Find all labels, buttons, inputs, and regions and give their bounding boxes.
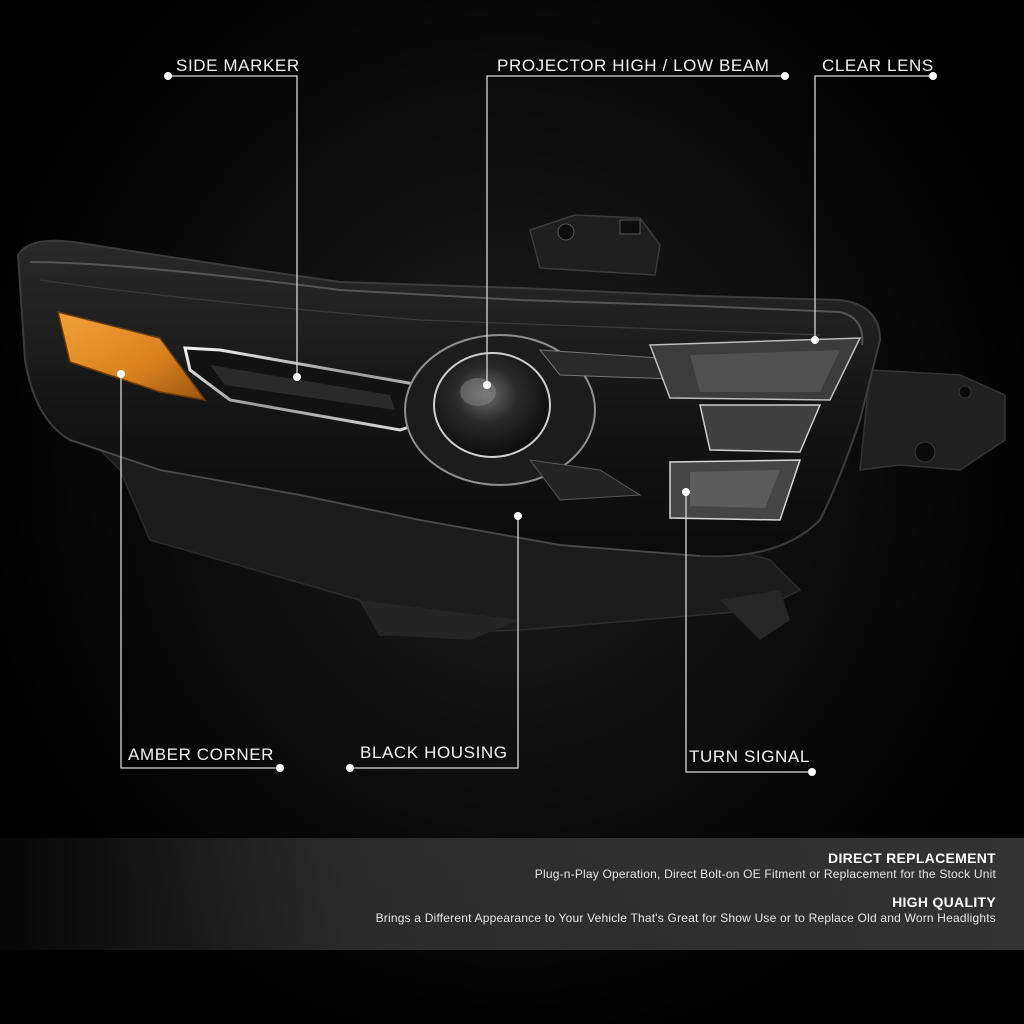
callout-dots: [117, 72, 937, 776]
callout-black-housing: BLACK HOUSING: [360, 743, 508, 762]
callout-turn-signal: TURN SIGNAL: [689, 747, 810, 766]
feature-title-direct-replacement: DIRECT REPLACEMENT: [828, 850, 996, 866]
feature-band: [0, 838, 1024, 950]
callout-amber-corner: AMBER CORNER: [128, 745, 275, 764]
amber-corner-reflector: [56, 310, 207, 402]
mounting-bracket: [859, 369, 1006, 471]
clear-reflector-cluster: [648, 337, 862, 521]
callout-projector: PROJECTOR HIGH / LOW BEAM: [497, 56, 770, 75]
projector-assembly: [404, 334, 701, 501]
callout-side-marker: SIDE MARKER: [176, 56, 300, 75]
callout-clear-lens: CLEAR LENS: [822, 56, 934, 75]
callout-lines: [120, 75, 933, 773]
feature-desc-high-quality: Brings a Different Appearance to Your Ve…: [375, 911, 996, 925]
top-connector: [529, 214, 661, 276]
feature-desc-direct-replacement: Plug-n-Play Operation, Direct Bolt-on OE…: [534, 867, 996, 881]
feature-title-high-quality: HIGH QUALITY: [892, 894, 996, 910]
